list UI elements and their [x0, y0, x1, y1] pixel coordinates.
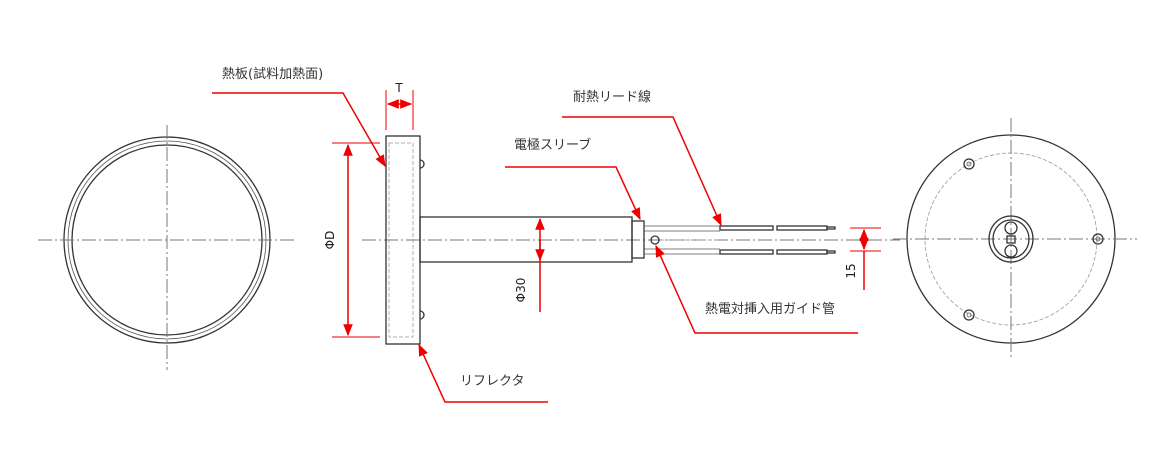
- side-view: [362, 135, 900, 345]
- front-view: [38, 125, 295, 370]
- label-hot-plate: 熱板(試料加熱面): [222, 66, 323, 82]
- dim-diameter: ΦD: [323, 231, 337, 250]
- label-thermocouple-guide: 熱電対挿入用ガイド管: [705, 302, 835, 317]
- label-lead-wire: 耐熱リード線: [573, 89, 651, 105]
- dim-tube-diameter: Φ30: [514, 278, 528, 303]
- label-reflector: リフレクタ: [460, 374, 524, 389]
- dim-thickness: T: [394, 81, 403, 95]
- rear-view: [893, 118, 1137, 360]
- leaders: 熱板(試料加熱面) 耐熱リード線 電極スリーブ 熱電対挿入用ガイド管 リフレクタ: [212, 66, 858, 403]
- dimensions: ΦD T Φ30 15: [323, 81, 881, 338]
- dim-lead-spacing: 15: [844, 263, 858, 278]
- label-electrode-sleeve: 電極スリーブ: [514, 137, 591, 153]
